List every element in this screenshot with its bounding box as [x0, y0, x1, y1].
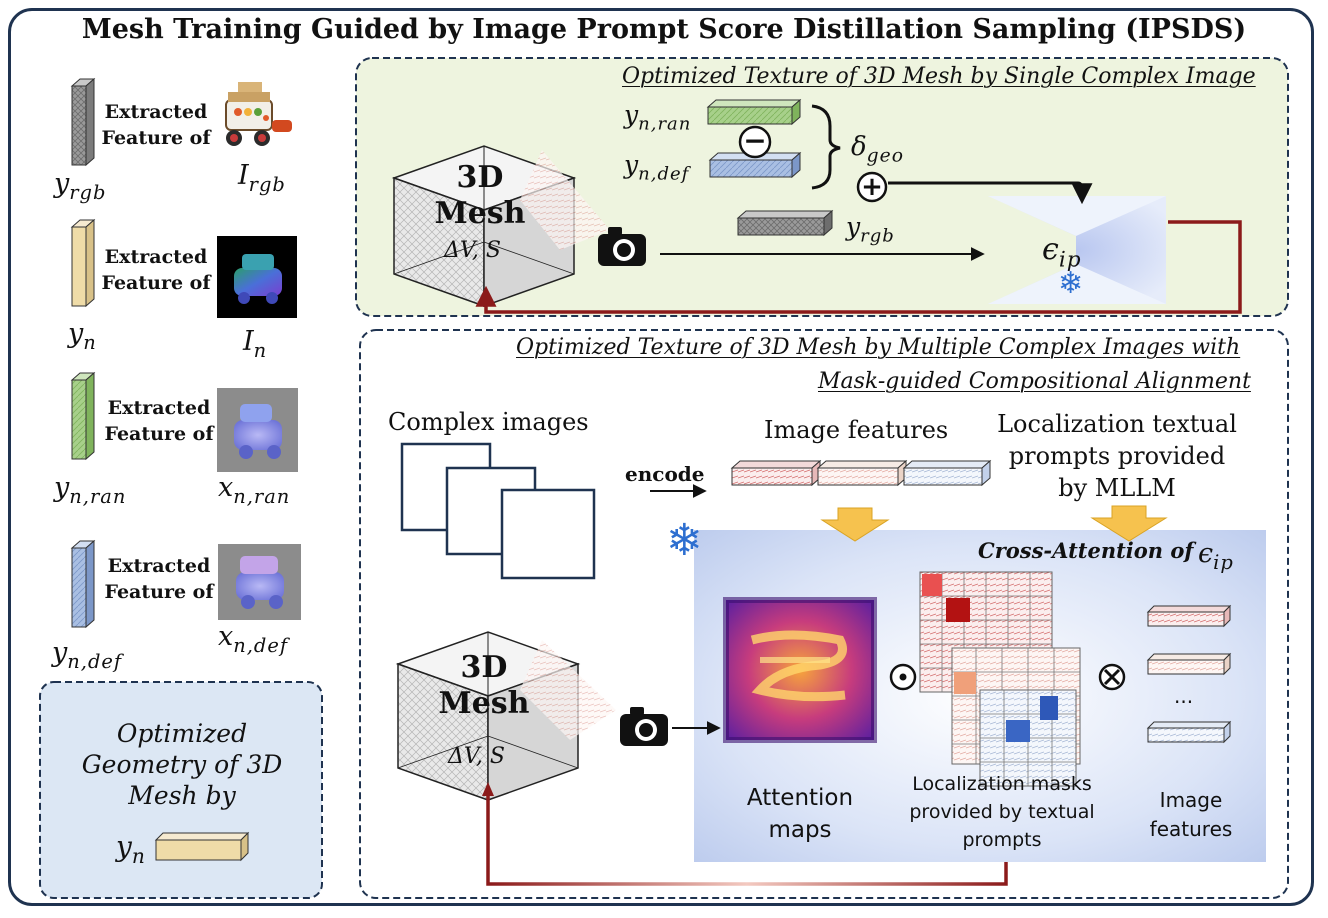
complex-images-stack	[400, 442, 596, 580]
right-feature-bars	[1146, 604, 1232, 744]
mesh-params-bottom: ΔV, S	[448, 744, 505, 769]
legend-y-n: yn	[68, 318, 97, 354]
legend-x-n-ran: xn,ran	[218, 472, 291, 508]
encode-label: encode	[625, 462, 705, 486]
camera-icon-bottom	[620, 707, 668, 746]
attention-map	[723, 597, 877, 743]
snowflake-icon-bottom: ❄	[666, 515, 703, 566]
rgb-toy-train-image	[225, 82, 292, 146]
cross-attention-title: Cross-Attention of	[978, 538, 1194, 563]
ellipsis: ...	[1174, 684, 1194, 708]
normal-map-image	[217, 236, 297, 318]
y-rgb-bar	[736, 209, 834, 237]
localization-mask-blue	[979, 689, 1077, 787]
legend-y-n-def: yn,def	[52, 637, 123, 673]
gradient-feedback-top	[475, 220, 1242, 314]
yellow-arrow-features	[820, 507, 890, 542]
top-panel-title: Optimized Texture of 3D Mesh by Single C…	[622, 64, 1256, 89]
image-features-label: Image features	[764, 416, 949, 444]
geometry-y-n: yn	[116, 830, 146, 869]
figure-title: Mesh Training Guided by Image Prompt Sco…	[81, 14, 1247, 45]
mesh-params-top: ΔV, S	[444, 238, 501, 263]
geometry-box-text: Optimized Geometry of 3D Mesh by	[81, 719, 283, 810]
default-normal-image	[218, 544, 301, 620]
top-y-def: yn,def	[624, 150, 690, 185]
legend-y-n-ran: yn,ran	[54, 472, 127, 508]
feature-bar-n-ran	[70, 371, 96, 461]
legend-I-n: In	[243, 326, 268, 362]
random-normal-image	[217, 388, 298, 472]
snowflake-icon-top: ❄	[1058, 266, 1084, 301]
bottom-panel-title-2: Mask-guided Compositional Alignment	[818, 369, 1251, 394]
geometry-feature-bar	[154, 831, 250, 862]
cross-attention-eps: ϵip	[1198, 538, 1234, 574]
legend-I-rgb: Irgb	[238, 160, 286, 196]
loc-prompts-label: Localization textual prompts provided by…	[997, 410, 1237, 502]
feature-bar-rgb	[70, 77, 96, 167]
delta-geo: δgeo	[851, 132, 904, 167]
geometry-box	[39, 681, 323, 899]
feature-bar-n	[70, 218, 96, 308]
top-panel-frame	[355, 57, 1289, 317]
complex-images-label: Complex images	[388, 408, 589, 436]
camera-icon-top	[598, 227, 646, 266]
plus-sign: +	[861, 172, 883, 202]
bottom-panel-title-1: Optimized Texture of 3D Mesh by Multiple…	[516, 335, 1241, 360]
plus-to-model-arrow	[888, 181, 1093, 205]
top-y-rgb: yrgb	[846, 212, 895, 247]
eps-ip-model-top	[988, 196, 1166, 304]
legend-y-rgb: yrgb	[54, 168, 107, 204]
feature-bar-n-def	[70, 539, 96, 629]
gradient-feedback-bottom	[486, 790, 1008, 886]
legend-x-n-def: xn,def	[218, 621, 289, 657]
mesh-cube-bottom	[395, 631, 616, 802]
brace	[811, 104, 841, 190]
mesh-cube-top	[391, 145, 610, 308]
otimes-cross	[1103, 668, 1121, 686]
minus-sign: −	[743, 124, 767, 157]
image-feature-bars	[730, 459, 992, 487]
top-y-ran: yn,ran	[624, 100, 692, 135]
eps-ip-top: ϵip	[1042, 232, 1082, 273]
y-ran-bar	[706, 98, 802, 126]
plus-circle	[856, 171, 888, 203]
yellow-arrow-prompts	[1090, 505, 1168, 542]
minus-circle	[738, 125, 772, 159]
localization-masks-label: Localization masks provided by textual p…	[909, 773, 1095, 851]
